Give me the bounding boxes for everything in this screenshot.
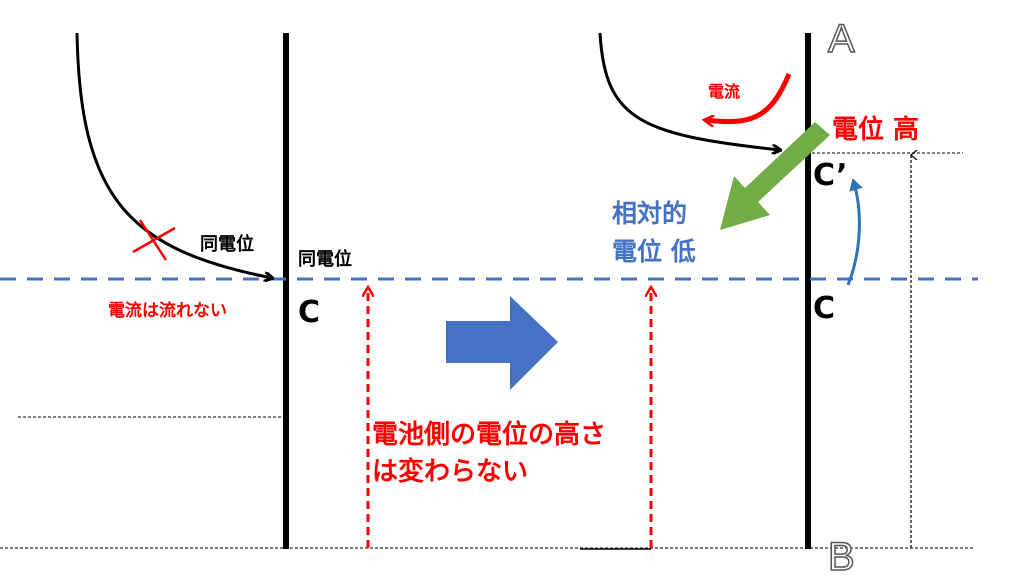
cross-icon [132,219,176,261]
point-c-prime: C’ [813,158,848,193]
left-curve-arrow [75,32,272,278]
relative-label-line1: 相対的 [612,199,687,228]
same-potential-label-left: 同電位 [200,233,254,255]
point-c-right: C [813,291,835,326]
battery-label-line2: は変わらない [372,456,528,487]
point-b-label: B [828,535,855,579]
green-potential-arrow [720,122,830,230]
current-label: 電流 [708,82,740,101]
point-c-left: C [298,295,320,330]
point-a-label: A [828,17,855,61]
no-current-label: 電流は流れない [108,300,227,321]
right-curve-arrow [598,32,780,150]
battery-label-line1: 電池側の電位の高さ [372,419,606,450]
relative-label-line2: 電位 低 [612,237,696,266]
same-potential-label-right: 同電位 [298,248,352,270]
current-arrow [705,73,792,122]
potential-high-label: 電位 高 [832,114,919,145]
transition-arrow [446,296,558,390]
potential-rise-arc [846,178,863,286]
